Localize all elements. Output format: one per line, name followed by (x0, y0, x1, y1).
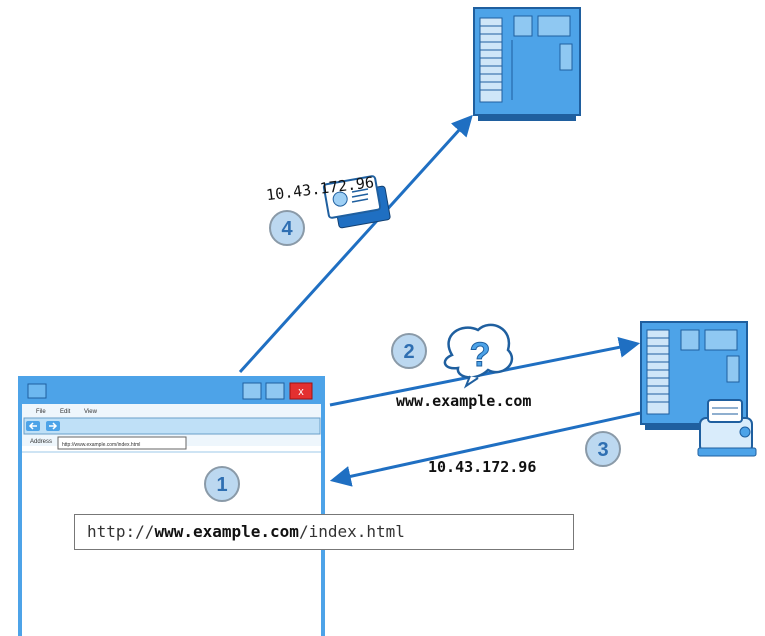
address-bar[interactable] (57, 436, 187, 450)
printer-icon (697, 399, 757, 457)
url-display: http://www.example.com/index.html (74, 514, 574, 550)
arrow-to-web-server (238, 114, 473, 374)
minimize-button[interactable] (242, 382, 262, 400)
step-1-badge: 1 (204, 466, 240, 502)
menu-edit[interactable]: Edit (60, 409, 71, 415)
maximize-button[interactable] (265, 382, 285, 400)
envelope-icon (322, 175, 391, 229)
close-button[interactable] (289, 382, 313, 400)
menu-file[interactable]: File (36, 409, 46, 415)
svg-text:1: 1 (216, 474, 227, 496)
window-controls: x (242, 382, 313, 400)
step-2-badge: 2 (391, 333, 427, 369)
step-4-badge: 4 (269, 210, 305, 246)
browser-window: x File Edit View Address http://www.exam… (18, 376, 325, 636)
url-path: /index.html (298, 522, 405, 541)
svg-text:2: 2 (403, 341, 414, 363)
domain-query-label: www.example.com (396, 392, 531, 410)
svg-text:3: 3 (597, 439, 608, 461)
question-bubble-icon: ? (443, 323, 514, 389)
url-host: www.example.com (154, 522, 299, 541)
forward-icon[interactable] (46, 421, 60, 431)
menu-view[interactable]: View (84, 409, 98, 415)
url-scheme: http:// (87, 522, 155, 541)
address-label: Address (30, 439, 52, 445)
back-icon[interactable] (26, 421, 40, 431)
arrow-dns-reply (329, 411, 641, 487)
svg-text:?: ? (470, 336, 491, 374)
ip-reply-label: 10.43.172.96 (428, 458, 536, 476)
web-server-icon (473, 7, 581, 121)
svg-text:4: 4 (281, 218, 293, 240)
close-icon: x (298, 386, 304, 398)
address-bar-text: http://www.example.com/index.html (62, 442, 140, 448)
step-3-badge: 3 (585, 431, 621, 467)
